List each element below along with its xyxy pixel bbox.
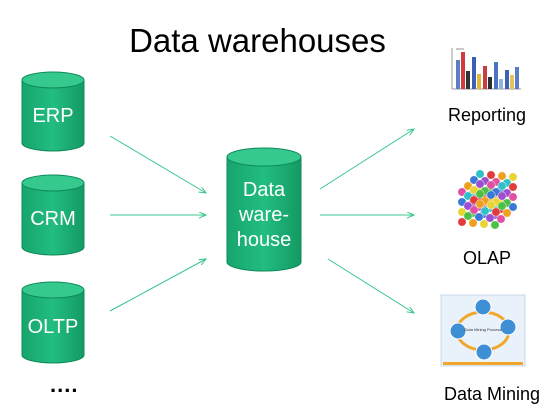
olap-sphere (479, 219, 489, 229)
olap-sphere (480, 206, 490, 216)
olap-sphere (469, 205, 479, 215)
warehouse-label-line: Data (243, 179, 286, 201)
olap-sphere (475, 189, 485, 199)
arrow-warehouse-to-reporting (319, 129, 414, 190)
olap-sphere (497, 181, 507, 191)
olap-sphere (497, 191, 507, 201)
olap-sphere (508, 192, 518, 202)
output-label-reporting: Reporting (448, 105, 527, 125)
warehouse-cylinder: Data ware- house (226, 147, 302, 272)
olap-sphere (475, 169, 485, 179)
page-title: Data warehouses (129, 22, 386, 59)
arrow-oltp-to-warehouse (109, 259, 206, 312)
source-label: ERP (32, 105, 73, 127)
warehouse-label-line: house (237, 229, 292, 251)
olap-sphere (486, 180, 496, 190)
olap-sphere (496, 214, 506, 224)
source-label: OLTP (28, 316, 79, 338)
olap-sphere (497, 201, 507, 211)
olap-sphere (508, 182, 518, 192)
olap-sphere (502, 208, 512, 218)
olap-sphere (475, 179, 485, 189)
olap-sphere (508, 172, 518, 182)
olap-sphere (491, 207, 501, 217)
bar-chart-icon (451, 48, 521, 90)
olap-sphere (490, 220, 500, 230)
olap-sphere (468, 218, 478, 228)
arrow-erp-to-warehouse (109, 135, 206, 193)
olap-sphere (486, 170, 496, 180)
olap-sphere (497, 171, 507, 181)
warehouse-label-line: ware- (238, 204, 289, 226)
source-cylinder-oltp: OLTP (21, 281, 85, 364)
olap-sphere (486, 200, 496, 210)
olap-cube-icon (457, 169, 518, 230)
more-sources-ellipsis: .... (50, 372, 79, 397)
source-label: CRM (30, 208, 76, 230)
source-cylinder-crm: CRM (21, 174, 85, 256)
output-label-olap: OLAP (463, 248, 512, 268)
arrow-warehouse-to-data-mining (327, 258, 414, 313)
olap-sphere (508, 202, 518, 212)
source-cylinder-erp: ERP (21, 71, 85, 152)
mining-process-caption: Data Mining Process (465, 327, 502, 332)
olap-sphere (486, 190, 496, 200)
olap-sphere (474, 212, 484, 222)
olap-sphere (457, 217, 467, 227)
olap-sphere (485, 213, 495, 223)
olap-sphere (463, 211, 473, 221)
olap-sphere (475, 199, 485, 209)
output-label-data-mining: Data Mining (444, 384, 541, 404)
data-mining-process-icon: Data Mining Process (440, 294, 526, 367)
